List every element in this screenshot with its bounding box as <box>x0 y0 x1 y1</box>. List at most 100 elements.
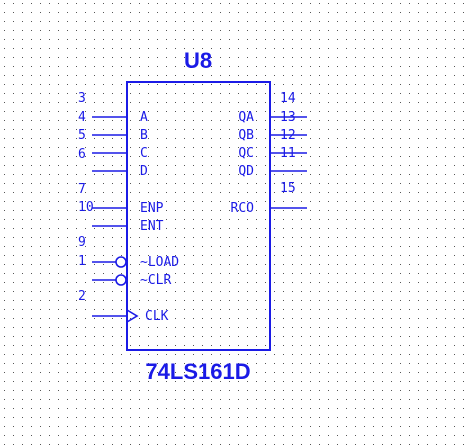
grid-dot <box>175 435 176 436</box>
grid-dot <box>337 264 338 265</box>
grid-dot <box>247 282 248 283</box>
grid-dot <box>265 345 266 346</box>
grid-dot <box>328 129 329 130</box>
grid-dot <box>391 327 392 328</box>
left-pin-clr[interactable]: 1 ~CLR <box>78 254 171 288</box>
grid-dot <box>13 300 14 301</box>
grid-dot <box>328 354 329 355</box>
grid-dot <box>175 39 176 40</box>
grid-dot <box>319 93 320 94</box>
grid-dot <box>364 426 365 427</box>
grid-dot <box>184 156 185 157</box>
grid-dot <box>94 174 95 175</box>
grid-dot <box>319 354 320 355</box>
left-pin-b[interactable]: 4 B <box>78 110 148 143</box>
grid-dot <box>364 363 365 364</box>
grid-dot <box>67 444 68 445</box>
grid-dot <box>58 219 59 220</box>
right-pin-qb[interactable]: 13 QB <box>238 110 307 143</box>
grid-dot <box>463 183 464 184</box>
right-pin-qd[interactable]: 11 QD <box>238 146 307 179</box>
grid-dot <box>85 192 86 193</box>
right-pin-rco[interactable]: 15 RCO <box>231 181 307 216</box>
grid-dot <box>247 138 248 139</box>
grid-dot <box>409 201 410 202</box>
grid-dot <box>400 264 401 265</box>
grid-dot <box>49 435 50 436</box>
grid-dot <box>409 57 410 58</box>
grid-dot <box>40 57 41 58</box>
grid-dot <box>130 219 131 220</box>
grid-dot <box>274 192 275 193</box>
grid-dot <box>4 399 5 400</box>
grid-dot <box>22 264 23 265</box>
left-pin-d[interactable]: 6 D <box>78 147 148 179</box>
left-pin-c[interactable]: 5 C <box>78 128 148 161</box>
grid-dot <box>211 165 212 166</box>
grid-dot <box>229 264 230 265</box>
grid-dot <box>445 21 446 22</box>
left-pin-load[interactable]: 9 ~LOAD <box>78 235 179 270</box>
left-pin-ent[interactable]: 10 ENT <box>78 200 164 234</box>
grid-dot <box>337 21 338 22</box>
grid-dot <box>409 12 410 13</box>
grid-dot <box>130 3 131 4</box>
grid-dot <box>382 372 383 373</box>
grid-dot <box>67 345 68 346</box>
left-pin-enp[interactable]: 7 ENP <box>78 182 164 216</box>
grid-dot <box>13 390 14 391</box>
grid-dot <box>193 408 194 409</box>
grid-dot <box>85 237 86 238</box>
grid-dot <box>139 237 140 238</box>
grid-dot <box>373 336 374 337</box>
grid-dot <box>238 435 239 436</box>
grid-dot <box>256 192 257 193</box>
grid-dot <box>148 111 149 112</box>
grid-dot <box>409 75 410 76</box>
grid-dot <box>364 336 365 337</box>
right-pin-qc[interactable]: 12 QC <box>238 128 307 161</box>
grid-dot <box>229 444 230 445</box>
grid-dot <box>220 246 221 247</box>
grid-dot <box>346 3 347 4</box>
pin-label: ~CLR <box>140 273 171 288</box>
grid-dot <box>202 75 203 76</box>
grid-dot <box>202 417 203 418</box>
grid-dot <box>463 354 464 355</box>
grid-dot <box>58 57 59 58</box>
grid-dot <box>175 147 176 148</box>
grid-dot <box>319 318 320 319</box>
grid-dot <box>337 183 338 184</box>
grid-dot <box>301 138 302 139</box>
grid-dot <box>373 93 374 94</box>
grid-dot <box>238 75 239 76</box>
grid-dot <box>319 147 320 148</box>
grid-dot <box>292 174 293 175</box>
left-pin-clk[interactable]: 2 CLK <box>78 289 169 324</box>
grid-dot <box>211 219 212 220</box>
grid-dot <box>265 120 266 121</box>
grid-dot <box>238 3 239 4</box>
grid-dot <box>436 201 437 202</box>
grid-dot <box>355 444 356 445</box>
grid-dot <box>148 39 149 40</box>
left-pin-a[interactable]: 3 A <box>78 91 148 125</box>
grid-dot <box>454 183 455 184</box>
grid-dot <box>427 291 428 292</box>
grid-dot <box>4 174 5 175</box>
grid-dot <box>85 246 86 247</box>
grid-dot <box>265 66 266 67</box>
right-pin-qa[interactable]: 14 QA <box>238 91 307 125</box>
grid-dot <box>427 39 428 40</box>
pin-number: 3 <box>78 91 86 106</box>
grid-dot <box>22 309 23 310</box>
grid-dot <box>211 246 212 247</box>
grid-dot <box>400 345 401 346</box>
grid-dot <box>13 102 14 103</box>
grid-dot <box>301 336 302 337</box>
grid-dot <box>409 408 410 409</box>
grid-dot <box>166 282 167 283</box>
grid-dot <box>319 309 320 310</box>
grid-dot <box>166 138 167 139</box>
